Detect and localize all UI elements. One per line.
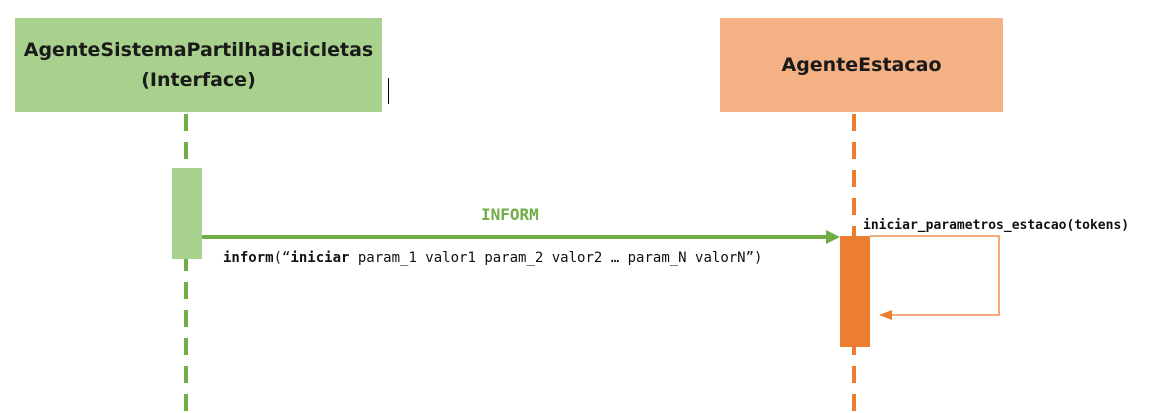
- call-open: (“: [273, 250, 291, 266]
- actor-left-subtitle: (Interface): [141, 69, 256, 91]
- actor-left-name: AgenteSistemaPartilhaBicicletas: [23, 39, 374, 61]
- activation-bar-left: [172, 168, 202, 259]
- call-close: ”): [745, 250, 763, 266]
- message-self-call: iniciar_parametros_estacao(tokens): [863, 218, 1130, 233]
- activation-bar-right: [840, 236, 870, 347]
- self-call-arrowhead: [879, 310, 892, 320]
- message-inform-title: INFORM: [481, 205, 539, 224]
- self-call-arrow-line: [870, 235, 1000, 316]
- actor-agente-estacao: AgenteEstacao: [720, 18, 1003, 112]
- actor-right-name: AgenteEstacao: [781, 54, 942, 76]
- call-args: param_1 valor1 param_2 valor2 … param_N …: [349, 250, 746, 266]
- call-func: inform: [223, 250, 274, 266]
- message-inform-call: inform(“iniciar param_1 valor1 param_2 v…: [223, 250, 762, 266]
- actor-agente-sistema-partilha-bicicletas: AgenteSistemaPartilhaBicicletas (Interfa…: [15, 18, 382, 112]
- lifeline-left: [184, 114, 188, 413]
- inform-arrowhead: [826, 230, 840, 244]
- call-keyword: iniciar: [290, 250, 350, 266]
- text-cursor: [388, 78, 389, 104]
